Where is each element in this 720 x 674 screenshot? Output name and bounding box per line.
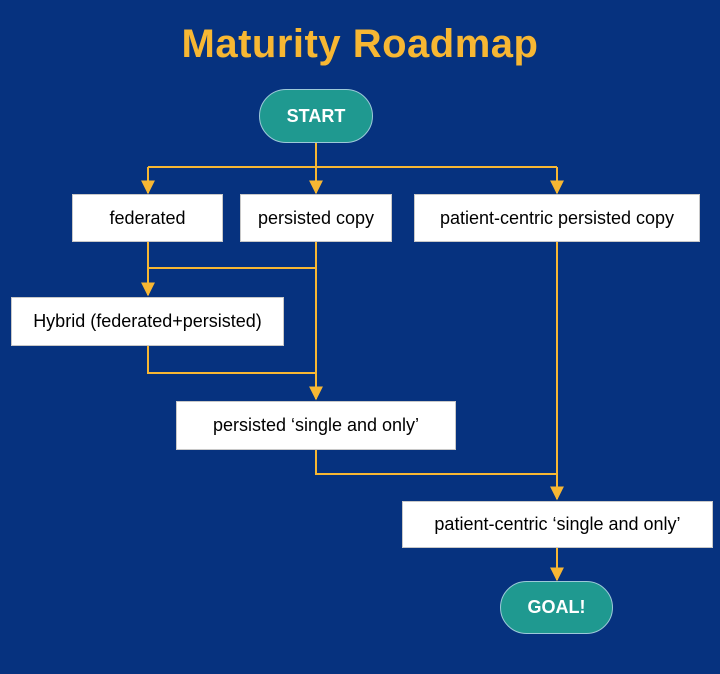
persisted-single-and-only-node: persisted ‘single and only’ [176,401,456,450]
patient-centric-single-and-only-node: patient-centric ‘single and only’ [402,501,713,548]
hybrid-node: Hybrid (federated+persisted) [11,297,284,346]
connector-hybrid-single [147,345,316,374]
connector-persisted-single-patient [315,449,557,475]
goal-node: GOAL! [500,581,613,634]
patient-centric-persisted-copy-node: patient-centric persisted copy [414,194,700,242]
persisted-copy-node: persisted copy [240,194,392,242]
diagram-title: Maturity Roadmap [181,22,539,66]
federated-node: federated [72,194,223,242]
start-node: START [259,89,373,143]
